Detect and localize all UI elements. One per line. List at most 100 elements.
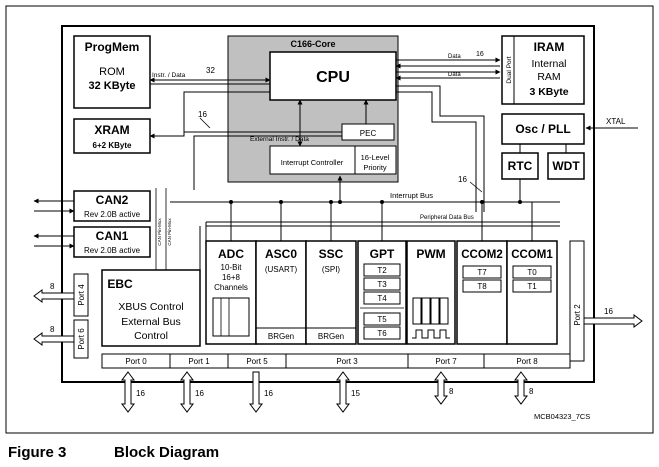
port5-label: Port 5	[246, 357, 268, 366]
asc0-block	[255, 240, 307, 345]
port0-arrow	[121, 371, 135, 413]
gpt-timer-t5: T5	[377, 315, 387, 324]
ccom2-timer-box	[462, 265, 502, 279]
pwm-title: PWM	[416, 247, 445, 261]
adc-line2: 16+8	[222, 273, 241, 282]
bus-node	[229, 200, 233, 204]
peripheral-data-bus-label: Peripheral Data Bus	[420, 215, 474, 221]
port7-label: Port 7	[435, 357, 457, 366]
bottom-port-strip	[101, 353, 571, 369]
bus-node	[380, 200, 384, 204]
can2-block	[73, 190, 151, 222]
figure-number: Figure 3	[8, 444, 67, 461]
gpt-timer-t4: T4	[377, 294, 387, 303]
doc-id: MCB04323_7CS	[534, 412, 590, 421]
adc-line1: 10-Bit	[221, 263, 243, 272]
ccom1-timer-box	[512, 279, 552, 293]
iram-data-label-2: Data	[448, 72, 461, 78]
adc-line3: Channels	[214, 283, 248, 292]
osc-pll-block	[501, 113, 585, 145]
ebc-line3: Control	[134, 330, 168, 342]
port6-arrow	[33, 332, 75, 346]
port1-width: 16	[195, 389, 204, 398]
gpt-timer-box	[363, 312, 401, 326]
gpt-timer-t3: T3	[377, 280, 387, 289]
can2-title: CAN2	[96, 193, 129, 207]
pwm-channel-bar	[421, 297, 431, 325]
port6-label: Port 6	[77, 328, 86, 350]
port2-label: Port 2	[573, 304, 582, 326]
iram-data-label-1: Data	[448, 54, 461, 60]
gpt-timer-boxes	[363, 263, 401, 340]
ssc-sub: (SPI)	[322, 265, 341, 274]
port3-label: Port 3	[336, 357, 358, 366]
adc-title: ADC	[218, 247, 244, 261]
interrupt-controller-label: Interrupt Controller	[281, 158, 344, 167]
port0-label: Port 0	[125, 357, 147, 366]
ebc-line1: XBUS Control	[118, 301, 183, 313]
interrupt-bus-label: Interrupt Bus	[390, 191, 433, 200]
data-bus-width-label: 16	[458, 175, 467, 184]
pwm-channel-bars	[412, 297, 449, 325]
port4-label: Port 4	[77, 284, 86, 306]
gpt-timer-box	[363, 263, 401, 277]
ebc-block	[101, 269, 201, 347]
progmem-line1: ROM	[99, 66, 125, 78]
iram-title: IRAM	[534, 40, 565, 54]
gpt-timer-t6: T6	[377, 329, 387, 338]
cpu-label: CPU	[316, 69, 350, 86]
xram-size: 6+2 KByte	[93, 141, 132, 150]
interrupt-bus-taps	[230, 179, 533, 241]
bus-node	[338, 200, 342, 204]
pwm-channel-bar	[412, 297, 422, 325]
port2-block	[569, 240, 585, 362]
can1-title: CAN1	[96, 229, 129, 243]
ccom1-timer-t1: T1	[527, 282, 537, 291]
wdt-label: WDT	[552, 159, 580, 173]
asc0-sub: (USART)	[265, 265, 298, 274]
external-instr-data-label: External Instr. / Data	[250, 136, 309, 143]
port3-width: 15	[351, 389, 360, 398]
cpu-xram-bus	[149, 91, 270, 139]
gpt-timer-t2: T2	[377, 266, 387, 275]
ccom2-timer-t8: T8	[477, 282, 487, 291]
iram-block	[501, 35, 585, 105]
rtc-label: RTC	[508, 159, 533, 173]
width-16-label: 16	[198, 110, 207, 119]
port3-arrow	[336, 371, 350, 413]
ccom2-timer-box	[462, 279, 502, 293]
width-32-label: 32	[206, 66, 215, 75]
bus-node	[480, 200, 484, 204]
iram-port-label: Dual Port	[506, 56, 513, 83]
figure-title: Block Diagram	[114, 444, 220, 461]
xram-title: XRAM	[94, 123, 129, 137]
port1-arrow	[180, 371, 194, 413]
port4-width: 8	[50, 282, 55, 291]
pwm-waveform-icon	[412, 329, 450, 339]
iram-line1: Internal	[531, 58, 566, 70]
port0-width: 16	[136, 389, 145, 398]
port2-arrow	[583, 314, 643, 328]
pwm-channel-bar	[439, 297, 449, 325]
wdt-block	[547, 152, 585, 180]
can-pin-mux-label-2: CAN Pin-Mux	[167, 218, 172, 246]
port8-arrow	[514, 371, 528, 405]
bottom-port-dividers	[169, 354, 485, 368]
chip-boundary	[61, 25, 595, 383]
ebc-title: EBC	[107, 277, 133, 291]
ccom1-timer-t0: T0	[527, 268, 537, 277]
outer-frame	[5, 5, 654, 434]
progmem-block	[73, 35, 151, 109]
interrupt-bus-nodes	[229, 200, 522, 204]
xtal-label: XTAL	[606, 117, 626, 126]
can-pin-mux-label: CAN Pin-Mux	[157, 218, 162, 246]
port5-arrow	[249, 371, 263, 413]
gpt-timer-box	[363, 291, 401, 305]
can1-sub: Rev 2.0B active	[84, 246, 141, 255]
ccom2-timer-t7: T7	[477, 268, 487, 277]
port1-label: Port 1	[188, 357, 210, 366]
ssc-title: SSC	[319, 247, 344, 261]
core-data-bus-2	[396, 91, 477, 212]
cpu-block	[269, 51, 397, 101]
